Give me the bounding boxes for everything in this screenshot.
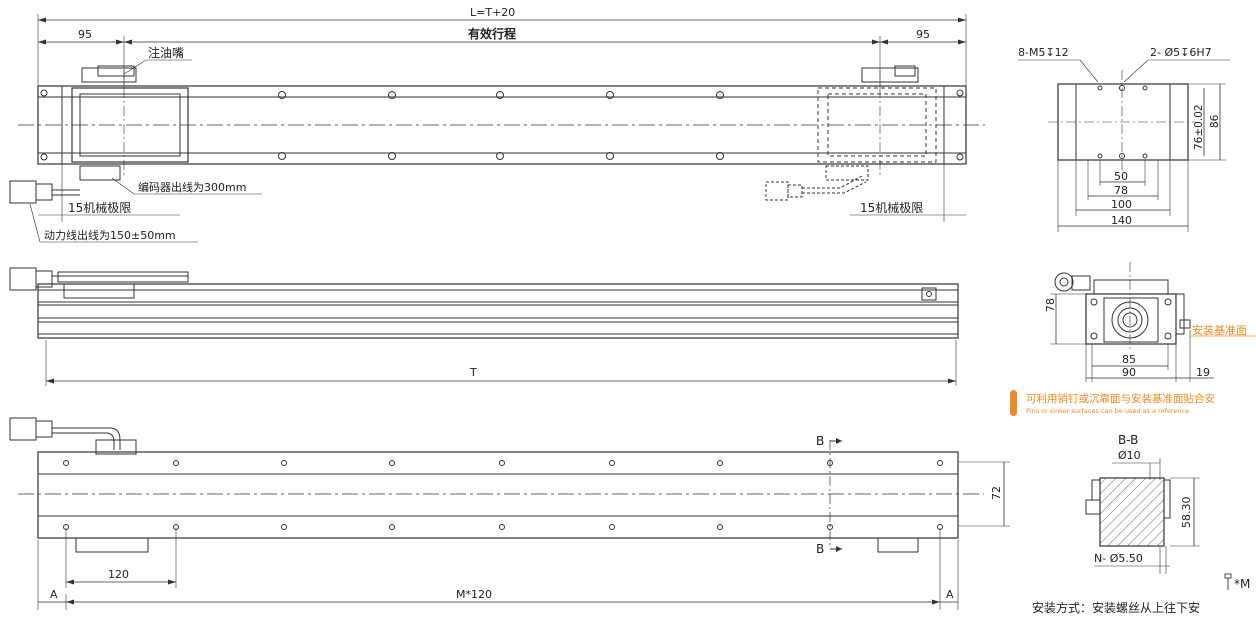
width-100-label: 100 xyxy=(1111,198,1132,211)
end-left-label: A xyxy=(50,588,58,601)
top-view xyxy=(9,14,985,243)
side-view xyxy=(9,267,959,386)
encoder-cable-label: 编码器出线为300mm xyxy=(138,180,246,194)
holes-left-label: 8-M5↧12 xyxy=(1018,46,1069,59)
offset-19-label: 19 xyxy=(1196,366,1210,379)
end-view-top xyxy=(1018,59,1230,232)
install-method: 安装方式：安装螺丝从上往下安 xyxy=(1032,600,1200,615)
height-86-label: 86 xyxy=(1209,114,1221,128)
section-mark-bottom: B xyxy=(816,542,824,556)
width-85-label: 85 xyxy=(1122,353,1136,366)
note-en: Pins or sinker surfaces can be used as a… xyxy=(1026,407,1189,415)
section-holes: N- Ø5.50 xyxy=(1094,552,1143,565)
right-margin-label: 95 xyxy=(916,28,930,41)
bottom-view-holes xyxy=(63,460,943,530)
holes-right-label: 2- Ø5↧6H7 xyxy=(1150,46,1212,59)
section-title: B-B xyxy=(1118,433,1138,447)
side-length-label: T xyxy=(469,366,477,379)
note-zh: 可利用销钉或沉靠面与安装基准面贴合安 xyxy=(1026,392,1215,405)
total-pitch-label: M*120 xyxy=(456,588,492,601)
top-view-rail-screws xyxy=(278,91,724,160)
screw-icon xyxy=(1224,573,1232,590)
pitch-label: 120 xyxy=(108,568,129,581)
section-height: 58.30 xyxy=(1180,497,1193,529)
side-height-78-label: 78 xyxy=(1044,298,1057,312)
width-140-label: 140 xyxy=(1111,214,1132,227)
overall-length-label: L=T+20 xyxy=(470,6,515,19)
section-mark-top: B xyxy=(816,434,824,448)
screw-label: *M xyxy=(1234,577,1250,591)
section-diameter: Ø10 xyxy=(1118,449,1141,462)
width-90-label: 90 xyxy=(1122,366,1136,379)
reference-face-label: 安装基准面 xyxy=(1192,323,1247,337)
power-cable-label: 动力线出线为150±50mm xyxy=(44,228,176,242)
bottom-height-label: 72 xyxy=(990,486,1003,500)
note-marker xyxy=(1010,390,1017,416)
left-margin-label: 95 xyxy=(78,28,92,41)
end-view-side xyxy=(1050,262,1256,382)
oil-nozzle-label: 注油嘴 xyxy=(148,45,184,60)
width-50-label: 50 xyxy=(1114,170,1128,183)
mechanical-limit-left-label: 15机械极限 xyxy=(68,200,131,215)
effective-stroke-label: 有效行程 xyxy=(468,26,516,41)
end-right-label: A xyxy=(946,588,954,601)
height-tolerance-label: 76±0.02 xyxy=(1193,104,1205,150)
section-bb xyxy=(1085,458,1200,574)
width-78-label: 78 xyxy=(1114,184,1128,197)
bottom-view xyxy=(9,417,1010,610)
mechanical-limit-right-label: 15机械极限 xyxy=(860,200,923,215)
